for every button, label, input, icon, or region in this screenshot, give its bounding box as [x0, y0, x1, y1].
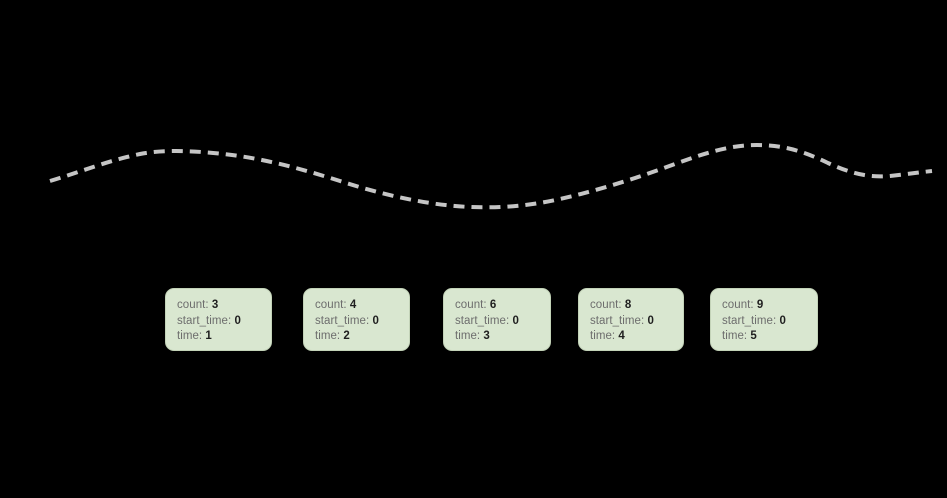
node-field-key: start_time:	[315, 314, 370, 327]
node-field: count: 6	[455, 298, 550, 314]
node-field: start_time: 0	[315, 314, 409, 330]
node-field: start_time: 0	[455, 314, 550, 330]
node-field-value: 5	[750, 330, 757, 342]
node-field: start_time: 0	[722, 314, 817, 330]
node-field-value: 4	[349, 299, 357, 311]
node-field-value: 3	[211, 299, 219, 311]
node-field: time: 4	[590, 329, 683, 345]
node-field-value: 2	[343, 330, 350, 342]
node-field-key: time:	[590, 330, 616, 342]
node-field: start_time: 0	[177, 314, 271, 330]
node-field: time: 3	[455, 329, 550, 345]
node-field-key: time:	[455, 330, 481, 342]
node-field-key: start_time:	[722, 314, 777, 327]
node-field: time: 1	[177, 329, 271, 345]
node-field-key: start_time:	[590, 314, 645, 327]
node-field-value: 6	[489, 299, 497, 311]
node-field-value: 0	[779, 314, 786, 327]
node-field-key: start_time:	[455, 314, 510, 327]
node-field: count: 3	[177, 298, 271, 314]
node-field-key: time:	[177, 330, 203, 342]
node-field: time: 5	[722, 329, 817, 345]
node-field-value: 4	[618, 330, 625, 342]
node-field-value: 0	[647, 314, 654, 327]
node-field-key: count:	[590, 299, 622, 311]
node-field-value: 3	[483, 330, 490, 342]
node-field-key: time:	[722, 330, 748, 342]
node-field-key: count:	[722, 299, 754, 311]
node-field-key: count:	[455, 299, 487, 311]
node-field: start_time: 0	[590, 314, 683, 330]
node-field-value: 1	[205, 330, 212, 342]
node-field: time: 2	[315, 329, 409, 345]
node-field-value: 0	[372, 314, 379, 327]
node-field-value: 0	[234, 314, 241, 327]
node-field-value: 8	[624, 299, 632, 311]
node-field-value: 9	[756, 299, 764, 311]
node-field: count: 4	[315, 298, 409, 314]
node-field-key: count:	[177, 299, 209, 311]
node-field-key: start_time:	[177, 314, 232, 327]
node-field-key: count:	[315, 299, 347, 311]
node-field: count: 8	[590, 298, 683, 314]
node-field: count: 9	[722, 298, 817, 314]
node-field-key: time:	[315, 330, 341, 342]
node-field-value: 0	[512, 314, 519, 327]
